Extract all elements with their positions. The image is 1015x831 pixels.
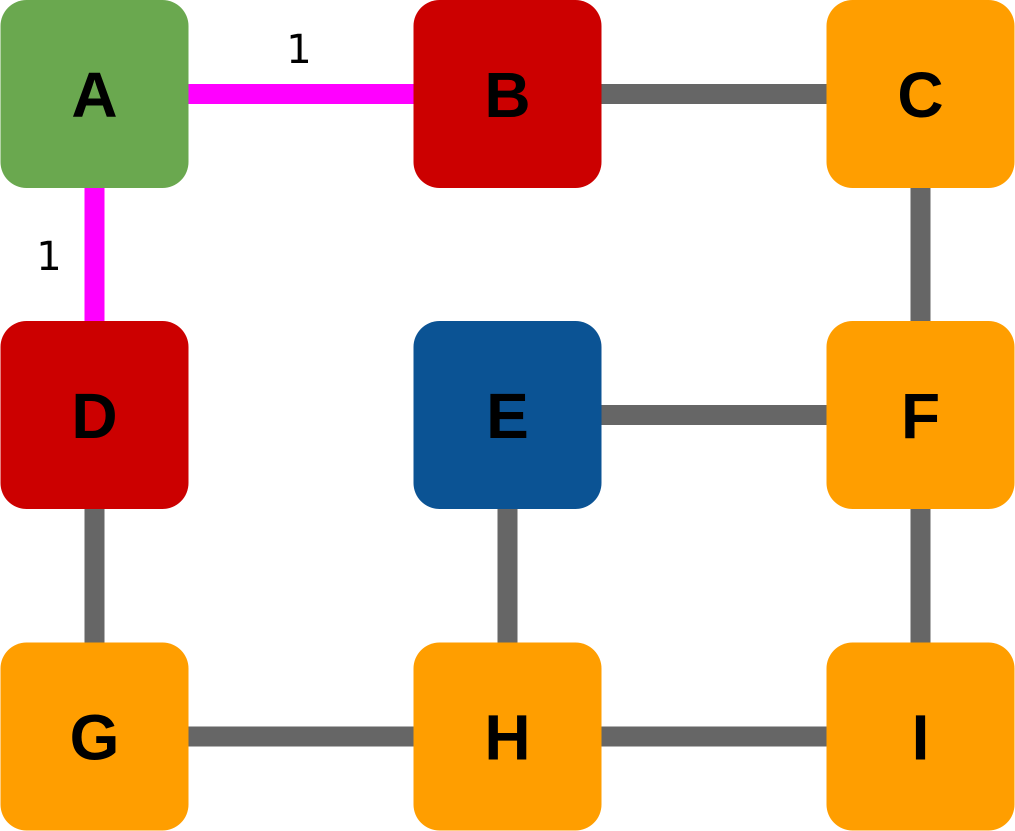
node-box-a [0,0,189,188]
node-a: A [0,0,189,188]
edge-weight-a-d: 1 [36,234,61,280]
edge-weight-a-b: 1 [286,27,311,73]
node-box-e [413,321,602,509]
node-label-h: H [484,702,530,774]
node-box-i [826,642,1015,831]
node-h: H [413,642,602,831]
node-label-i: I [912,702,930,774]
node-label-d: D [71,380,117,452]
node-box-b [413,0,602,188]
edge-weights-layer: 11 [36,27,311,280]
node-label-a: A [71,59,117,131]
node-box-h [413,642,602,831]
node-box-f [826,321,1015,509]
node-label-g: G [70,702,120,774]
node-d: D [0,321,189,509]
node-box-g [0,642,189,831]
node-label-e: E [486,380,529,452]
node-i: I [826,642,1015,831]
node-b: B [413,0,602,188]
node-label-c: C [897,59,943,131]
node-f: F [826,321,1015,509]
node-label-f: F [901,380,940,452]
node-g: G [0,642,189,831]
node-box-c [826,0,1015,188]
node-box-d [0,321,189,509]
node-label-b: B [484,59,530,131]
node-c: C [826,0,1015,188]
node-e: E [413,321,602,509]
